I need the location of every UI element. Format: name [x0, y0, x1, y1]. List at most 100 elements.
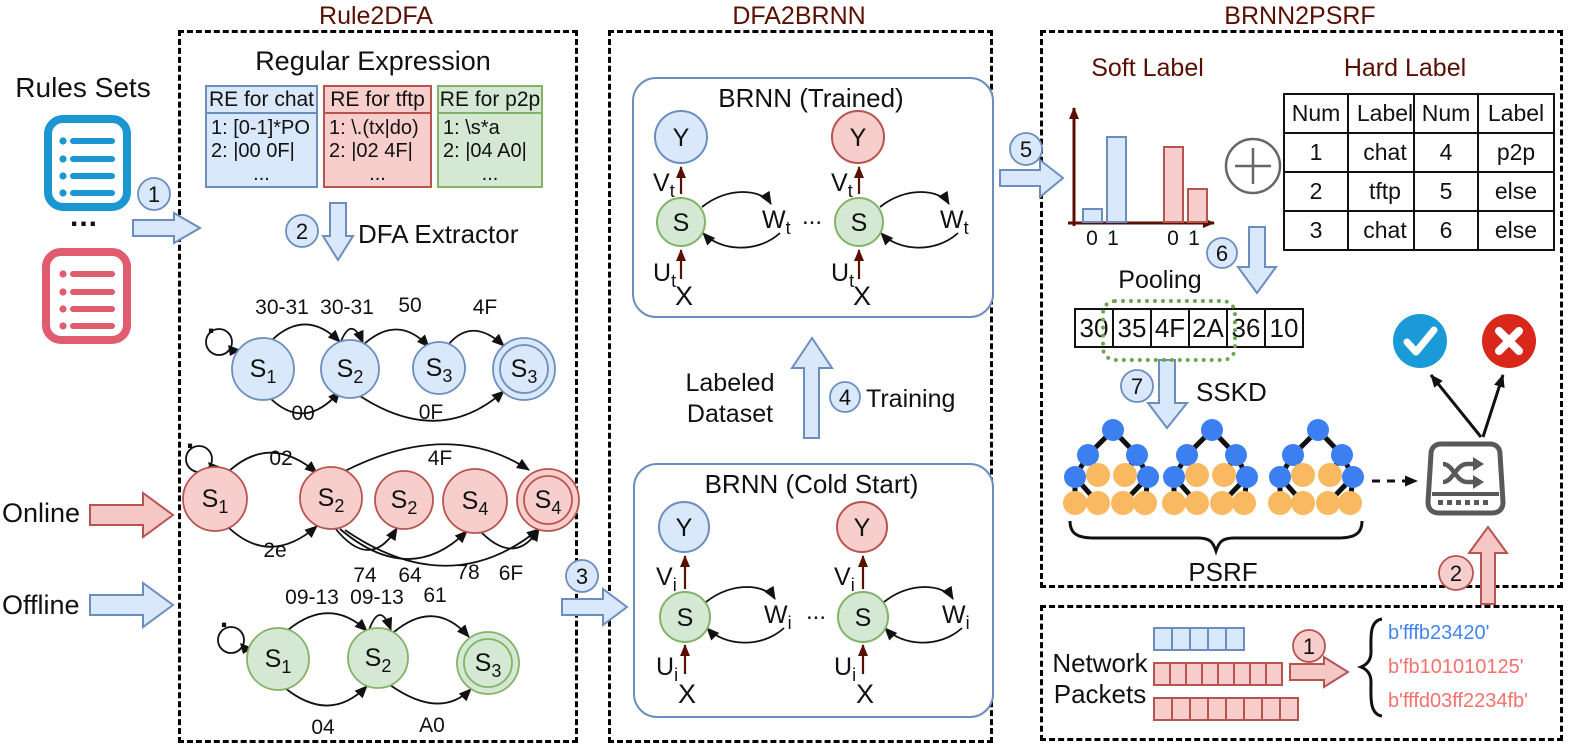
svg-text:S4: S4: [535, 486, 562, 518]
dfa-p2p-edge-labels: 09-13 09-13 61 04 A0: [285, 584, 447, 739]
step7-arrow: [1145, 359, 1190, 430]
svg-text:1: 1: [1303, 634, 1315, 659]
u-weight-label: Ui: [656, 653, 678, 685]
v-weight-label: Vt: [653, 169, 675, 201]
cell: p2p: [1477, 132, 1555, 173]
online-arrow: [89, 491, 175, 539]
offline-arrow: [89, 581, 175, 629]
rules-set-blue-icon: [44, 115, 131, 211]
shuffle-glyph: [1442, 461, 1474, 485]
switch-to-accept-arrow: [1429, 374, 1483, 438]
cell: 3: [1283, 210, 1349, 251]
packet-cell: [1225, 697, 1245, 721]
packet-cell: [1225, 627, 1245, 651]
step-2-badge: 2: [285, 214, 319, 248]
rules-set-red-icon: [42, 248, 131, 344]
re-table-header: RE for chat: [207, 87, 316, 114]
brnn-coldstart-diagram: Y S X Vi Ui Wi ... Y S X Vi Ui Wi: [656, 501, 970, 709]
step-badges: 1 2 3 4 5 6 7 1 2: [137, 132, 1474, 663]
packet-cell: [1153, 697, 1173, 721]
col-header: Label: [1347, 93, 1423, 134]
brnn-trained-title: BRNN (Trained): [718, 83, 904, 113]
svg-text:1: 1: [148, 182, 160, 207]
pooling-cell: 35: [1112, 308, 1152, 348]
svg-text:0F: 0F: [419, 401, 444, 424]
brnn-coldstart-title: BRNN (Cold Start): [704, 469, 919, 499]
self-loop-arrowhead: [240, 643, 253, 654]
svg-text:64: 64: [398, 564, 422, 587]
cell: 5: [1413, 171, 1479, 212]
re-table-p2p: RE for p2p 1: \s*a 2: |04 A0| ...: [437, 85, 543, 188]
dfa-p2p-edges: [217, 612, 472, 707]
w-weight-label: Wt: [762, 206, 791, 238]
svg-text:S1: S1: [202, 485, 229, 517]
packet-cell: [1153, 627, 1173, 651]
svg-text:0: 0: [1086, 227, 1098, 250]
svg-text:30-31: 30-31: [255, 296, 309, 319]
re-rule: 1: [0-1]*PO: [211, 117, 310, 139]
svg-text:S2: S2: [337, 355, 364, 387]
step-1-badge: 1: [137, 177, 171, 211]
svg-text:S2: S2: [391, 486, 418, 518]
pooling-cell: 10: [1264, 308, 1304, 348]
cell: chat: [1347, 132, 1423, 173]
svg-text:5: 5: [1020, 137, 1032, 162]
bar-blue-1: [1106, 136, 1127, 223]
u-weight-label: Ui: [834, 653, 856, 685]
cell: tftp: [1347, 171, 1423, 212]
pooling-array: 30 35 4F 2A 36 10: [1074, 308, 1304, 348]
svg-text:02: 02: [269, 447, 292, 470]
step3-arrow: [561, 587, 629, 627]
step-7-badge: 7: [1120, 369, 1154, 403]
training-label: Training: [866, 385, 956, 413]
strings-brace: [1356, 617, 1383, 718]
svg-text:09-13: 09-13: [350, 586, 404, 609]
brnn2psrf-box: [1040, 30, 1563, 588]
self-loop-label: .: [186, 422, 194, 455]
svg-text:30-31: 30-31: [320, 296, 374, 319]
re-rule-ellipsis: ...: [369, 163, 386, 185]
step6-arrow: [1236, 226, 1278, 295]
svg-text:S3: S3: [426, 354, 453, 386]
re-table-chat: RE for chat 1: [0-1]*PO 2: |00 0F| ...: [205, 85, 318, 188]
online-label: Online: [2, 498, 81, 528]
svg-text:2: 2: [1450, 561, 1462, 586]
svg-text:4F: 4F: [428, 447, 453, 470]
y-node-label: Y: [673, 124, 690, 152]
w-weight-label: Wi: [764, 601, 792, 633]
svg-text:2e: 2e: [263, 539, 286, 562]
dfa2brnn-box: [608, 30, 993, 743]
packet-cell: [1279, 697, 1299, 721]
s-node-label: S: [673, 209, 690, 237]
deploy-arrow: [1467, 525, 1509, 605]
self-loop-arrowhead: [228, 345, 241, 356]
svg-text:S3: S3: [511, 355, 538, 387]
packet-cell: [1171, 697, 1191, 721]
y-node-label: Y: [850, 124, 867, 152]
switch-ports: [1438, 500, 1488, 505]
soft-label-heading: Soft Label: [1091, 54, 1204, 82]
packet-cell: [1261, 697, 1281, 721]
svg-text:04: 04: [311, 716, 335, 739]
s-node-label: S: [851, 209, 868, 237]
byte-string-1: b'fffb23420': [1388, 622, 1490, 644]
re-rule: 2: |00 0F|: [211, 140, 295, 162]
cell: 1: [1283, 132, 1349, 173]
dfa-tftp-states: S1 S2 S2 S4 S4: [202, 484, 562, 519]
svg-text:74: 74: [353, 564, 377, 587]
rules-sets-label: Rules Sets: [15, 72, 151, 103]
svg-text:1: 1: [1188, 227, 1200, 250]
svg-text:3: 3: [576, 564, 588, 589]
svg-text:78: 78: [456, 561, 479, 584]
brnn-unit: Y S X Vi Ui Wi: [834, 501, 970, 709]
decision-tree: [1162, 419, 1258, 515]
pooling-cell: 2A: [1188, 308, 1228, 348]
re-rule: 2: |02 4F|: [329, 140, 413, 162]
re-table-header: RE for p2p: [439, 87, 541, 114]
packet-row-blue: [1153, 627, 1245, 651]
packet-cell: [1171, 627, 1191, 651]
w-weight-label: Wt: [940, 206, 969, 238]
